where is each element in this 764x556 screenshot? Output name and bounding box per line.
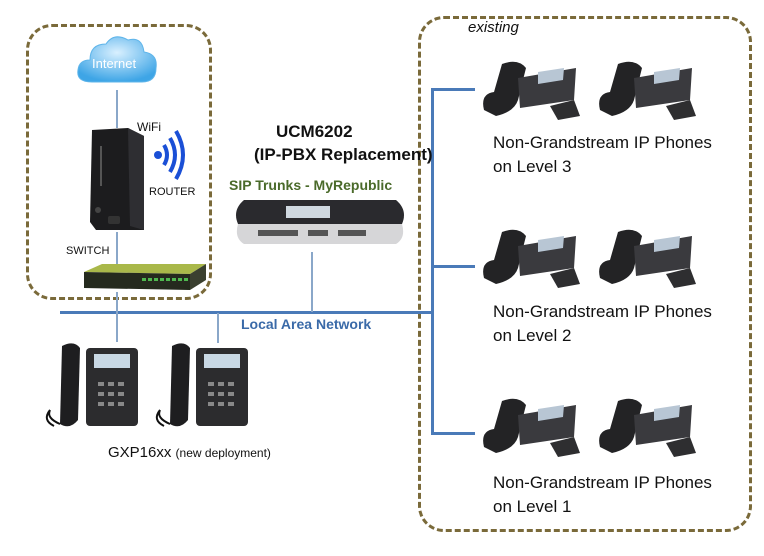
cloud-router-line <box>116 90 118 128</box>
wifi-signal-icon <box>154 129 185 181</box>
gxp-phone-2-icon <box>155 343 248 427</box>
network-equipment-group <box>26 24 212 300</box>
gxp-caption: GXP16xx (new deployment) <box>108 444 271 461</box>
router-icon <box>90 128 144 230</box>
level-3-label-line1: Non-Grandstream IP Phones <box>493 133 712 152</box>
phone-b-drop-line <box>217 313 219 343</box>
ucm-pbx-device-icon <box>236 200 404 244</box>
internet-cloud-icon <box>77 36 157 83</box>
level-1-label-line1: Non-Grandstream IP Phones <box>493 473 712 492</box>
branch-level-3 <box>431 88 475 91</box>
lan-backbone-line <box>60 311 432 314</box>
level-2-label-line1: Non-Grandstream IP Phones <box>493 302 712 321</box>
sip-trunk-label: SIP Trunks - MyRepublic <box>229 177 393 193</box>
level-3-label-line2: on Level 3 <box>493 157 572 176</box>
lan-label: Local Area Network <box>241 316 372 332</box>
level-1-phone-a-icon <box>483 398 580 457</box>
level-2-label-line2: on Level 2 <box>493 326 572 345</box>
branch-level-1 <box>431 432 475 435</box>
switch-label: SWITCH <box>66 245 110 257</box>
branch-level-2 <box>431 265 475 268</box>
level-1-phone-b-icon <box>599 398 696 457</box>
level-1-label-line2: on Level 1 <box>493 497 572 516</box>
gxp-note-label: (new deployment) <box>175 446 271 460</box>
pbx-title: UCM6202 <box>276 122 353 141</box>
router-switch-line <box>116 232 118 264</box>
level-3-phone-b-icon <box>599 61 696 120</box>
pbx-drop-line <box>311 252 313 312</box>
switch-drop-line <box>116 292 118 342</box>
level-2-phone-a-icon <box>483 229 580 288</box>
existing-phones-group <box>418 16 752 532</box>
level-3-phone-a-icon <box>483 61 580 120</box>
internet-label: Internet <box>92 56 137 71</box>
existing-label: existing <box>468 19 519 36</box>
gxp-model-label: GXP16xx <box>108 444 172 461</box>
network-switch-icon <box>84 264 206 290</box>
pbx-subtitle: (IP-PBX Replacement) <box>254 145 433 164</box>
wifi-label: WiFi <box>137 120 161 134</box>
router-label: ROUTER <box>149 186 196 198</box>
existing-trunk-vertical <box>431 88 434 435</box>
level-2-phone-b-icon <box>599 229 696 288</box>
gxp-phone-1-icon <box>45 343 138 427</box>
